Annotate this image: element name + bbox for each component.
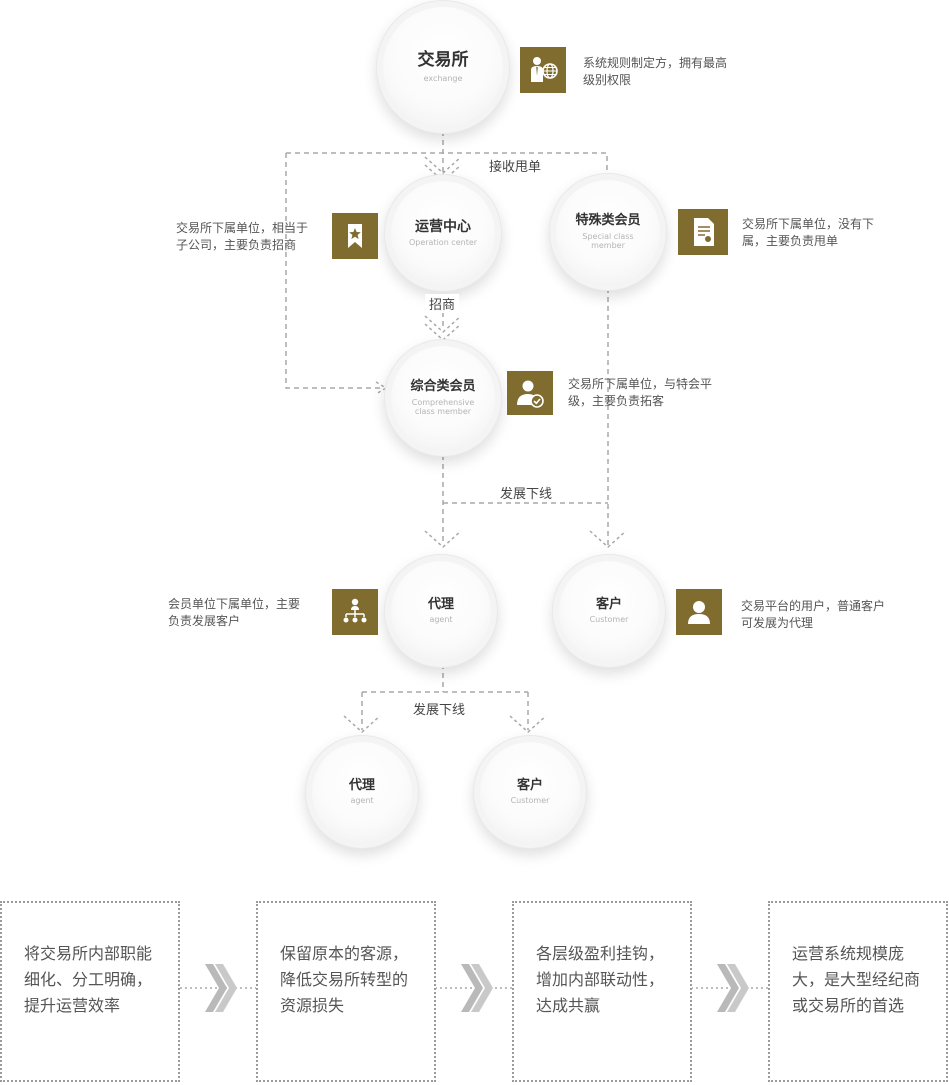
edge-label-develop-downline-1: 发展下线: [496, 483, 557, 502]
node-agent-title: 代理: [427, 596, 454, 612]
arrow-down-chevron: [343, 715, 381, 734]
node-agent-2-subtitle: agent: [350, 796, 374, 806]
double-chevron-right-icon: [205, 964, 237, 1012]
arrow-down-chevron: [509, 715, 547, 734]
desc-customer: 交易平台的用户，普通客户 可发展为代理: [741, 598, 885, 632]
node-customer-2: 客户 Customer: [480, 742, 580, 842]
user-check-icon: [507, 371, 553, 415]
benefit-2-line-1: 保留原本的客源，: [280, 944, 409, 963]
node-agent-subtitle: agent: [429, 615, 453, 625]
benefit-box-4: 运营系统规模庞 大，是大型经纪商 或交易所的首选: [768, 901, 948, 1082]
benefit-4-line-1: 运营系统规模庞: [792, 944, 905, 963]
double-chevron-right-icon: [717, 964, 749, 1012]
document-certificate-icon: [678, 209, 728, 255]
node-special-member-subtitle: Special class member: [582, 231, 634, 250]
user-icon: [676, 589, 722, 635]
node-agent-2-title: 代理: [348, 777, 375, 793]
benefit-2-line-3: 资源损失: [280, 996, 345, 1015]
ribbon-bookmark-star-icon: [332, 213, 378, 259]
node-special-member-title: 特殊类会员: [575, 213, 641, 229]
desc-agent-line-1: 会员单位下属单位，主要: [168, 597, 301, 611]
node-comprehensive-member-subtitle: Comprehensive class member: [411, 397, 475, 416]
desc-customer-line-2: 可发展为代理: [741, 616, 814, 630]
desc-operation-center-line-2: 子公司，主要负责招商: [176, 238, 297, 252]
node-customer-title: 客户: [595, 596, 622, 612]
benefit-1-line-2: 细化、分工明确，: [24, 970, 153, 989]
arrow-down-chevron: [424, 315, 462, 334]
desc-operation-center-line-1: 交易所下属单位，相当于: [176, 221, 309, 235]
node-customer-2-title: 客户: [516, 777, 543, 793]
desc-agent: 会员单位下属单位，主要 负责发展客户: [168, 596, 300, 630]
node-comprehensive-member: 综合类会员 Comprehensive class member: [391, 346, 495, 450]
desc-special-member: 交易所下属单位，没有下 属，主要负责甩单: [742, 216, 874, 250]
node-exchange-title: 交易所: [417, 50, 469, 71]
benefit-1-line-1: 将交易所内部职能: [24, 944, 153, 963]
benefit-3-line-3: 达成共赢: [536, 996, 601, 1015]
node-agent: 代理 agent: [391, 561, 491, 661]
desc-exchange: 系统规则制定方，拥有最高 级别权限: [583, 55, 727, 89]
node-exchange-subtitle: exchange: [423, 73, 463, 83]
benefit-box-2: 保留原本的客源， 降低交易所转型的 资源损失: [256, 901, 436, 1082]
node-customer-2-subtitle: Customer: [510, 796, 550, 806]
desc-agent-line-2: 负责发展客户: [168, 614, 241, 628]
arrow-right-chevron: [375, 381, 388, 395]
desc-customer-line-1: 交易平台的用户，普通客户: [741, 599, 886, 613]
desc-comprehensive-member-line-2: 级，主要负责拓客: [568, 394, 665, 408]
edge-label-develop-downline-2: 发展下线: [409, 699, 470, 718]
arrow-down-chevron: [589, 530, 627, 549]
benefit-4-line-3: 或交易所的首选: [792, 996, 905, 1015]
edge-label-receive-orders: 接收甩单: [485, 156, 546, 175]
node-special-member: 特殊类会员 Special class member: [556, 180, 660, 284]
desc-comprehensive-member-line-1: 交易所下属单位，与特会平: [568, 377, 713, 391]
benefit-box-3: 各层级盈利挂钩， 增加内部联动性， 达成共赢: [512, 901, 692, 1082]
arrow-down-chevron: [424, 530, 462, 549]
node-operation-center-subtitle: Operation center: [408, 238, 478, 248]
benefit-3-line-2: 增加内部联动性，: [536, 970, 665, 989]
node-operation-center: 运营中心 Operation center: [391, 181, 495, 285]
desc-comprehensive-member: 交易所下属单位，与特会平 级，主要负责拓客: [568, 376, 712, 410]
node-exchange: 交易所 exchange: [383, 7, 503, 127]
double-chevron-right-icon: [461, 964, 493, 1012]
benefit-2-line-2: 降低交易所转型的: [280, 970, 409, 989]
node-operation-center-title: 运营中心: [415, 218, 471, 235]
desc-special-member-line-1: 交易所下属单位，没有下: [742, 217, 875, 231]
desc-special-member-line-2: 属，主要负责甩单: [742, 234, 839, 248]
edge-label-recruit: 招商: [425, 294, 460, 313]
node-comprehensive-member-title: 综合类会员: [410, 379, 476, 395]
desc-exchange-line-1: 系统规则制定方，拥有最高: [583, 56, 728, 70]
hierarchy-org-chart-icon: [332, 589, 378, 635]
benefit-1-line-3: 提升运营效率: [24, 996, 121, 1015]
desc-operation-center: 交易所下属单位，相当于 子公司，主要负责招商: [176, 220, 308, 254]
desc-exchange-line-2: 级别权限: [583, 73, 632, 87]
node-customer-subtitle: Customer: [589, 615, 629, 625]
arrow-down-chevron: [424, 156, 462, 175]
node-agent-2: 代理 agent: [312, 742, 412, 842]
benefit-4-line-2: 大，是大型经纪商: [792, 970, 921, 989]
benefit-box-1: 将交易所内部职能 细化、分工明确， 提升运营效率: [0, 901, 180, 1082]
arrow-down-chevron: [424, 323, 462, 342]
node-customer: 客户 Customer: [559, 561, 659, 661]
benefit-3-line-1: 各层级盈利挂钩，: [536, 944, 665, 963]
businessman-globe-icon: [520, 47, 566, 93]
